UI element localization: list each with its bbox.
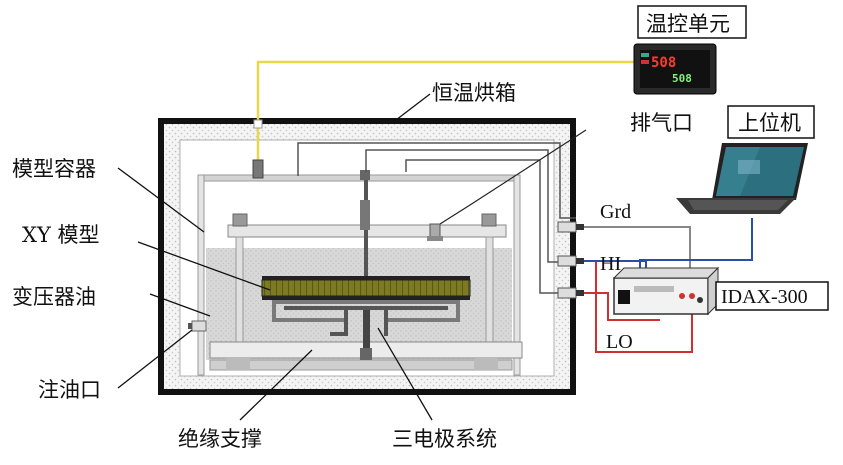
three-electrode-system (272, 170, 460, 360)
feedthroughs (557, 221, 584, 299)
label-insulation-support: 绝缘支撑 (178, 427, 262, 451)
exhaust-valve (427, 223, 443, 241)
xy-model (261, 276, 471, 300)
internal-cables (297, 129, 587, 294)
svg-text:IDAX-300: IDAX-300 (721, 286, 808, 308)
label-lo: LO (606, 331, 633, 353)
label-transformer-oil: 变压器油 (12, 285, 96, 309)
svg-text:上位机: 上位机 (738, 111, 801, 135)
label-xy-model: XY 模型 (22, 223, 100, 247)
label-exhaust-port: 排气口 (630, 111, 693, 135)
oil-inlet-valve (188, 320, 207, 332)
label-idax: IDAX-300 (715, 281, 829, 311)
leader-lines (117, 93, 433, 421)
label-oil-inlet: 注油口 (38, 378, 101, 402)
laptop (676, 143, 808, 214)
label-model-container: 模型容器 (12, 157, 96, 181)
label-three-electrode-system: 三电极系统 (392, 427, 497, 451)
thermocouple-wire (252, 60, 640, 179)
label-oven: 恒温烘箱 (432, 81, 516, 105)
controller-bottom-readout: 508 (672, 72, 692, 85)
label-temp-control-unit: 温控单元 (637, 5, 747, 39)
svg-text:温控单元: 温控单元 (646, 12, 730, 36)
label-grd: Grd (600, 201, 631, 223)
temperature-controller: 508 508 (633, 43, 717, 95)
idax-device (612, 266, 720, 316)
controller-top-readout: 508 (651, 55, 676, 71)
label-hi: HI (600, 253, 621, 275)
label-host-computer: 上位机 (727, 105, 815, 139)
